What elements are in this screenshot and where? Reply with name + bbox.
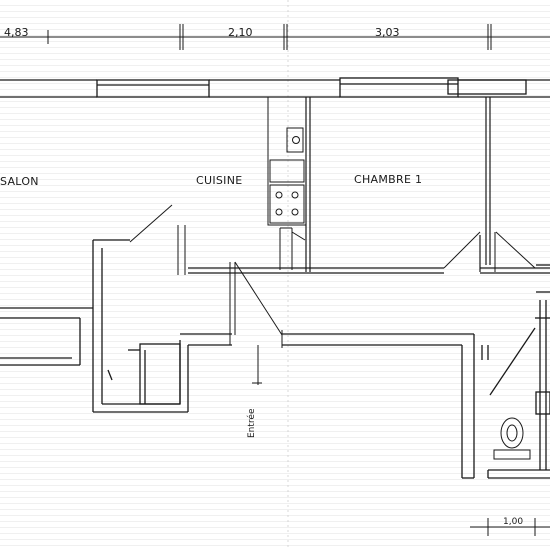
partition-chambre-right bbox=[479, 97, 491, 272]
room-label-salon: SALON bbox=[0, 175, 39, 188]
bathroom-walls bbox=[481, 264, 550, 479]
salon-walls bbox=[0, 307, 93, 366]
dimension-label-right: 3,03 bbox=[375, 26, 400, 39]
entry-door bbox=[229, 261, 283, 385]
label-entree: Entrée bbox=[246, 408, 257, 438]
dimension-label-left: 4,83 bbox=[4, 26, 29, 39]
hall-walls bbox=[92, 239, 475, 479]
toilet-icon bbox=[493, 417, 531, 460]
room-label-chambre1: CHAMBRE 1 bbox=[354, 173, 422, 186]
dimension-label-middle: 2,10 bbox=[228, 26, 253, 39]
door-swing-cuisine bbox=[129, 204, 306, 275]
dimension-label-bottom: 1,00 bbox=[503, 517, 523, 527]
exterior-wall-top bbox=[0, 77, 550, 98]
bottom-dimension-line bbox=[470, 518, 550, 536]
door-swing-chambre bbox=[443, 231, 536, 272]
room-label-cuisine: CUISINE bbox=[196, 174, 242, 187]
kitchen-counter bbox=[267, 96, 307, 226]
top-dimension-line bbox=[0, 24, 550, 50]
corridor-wall-top bbox=[188, 267, 550, 274]
